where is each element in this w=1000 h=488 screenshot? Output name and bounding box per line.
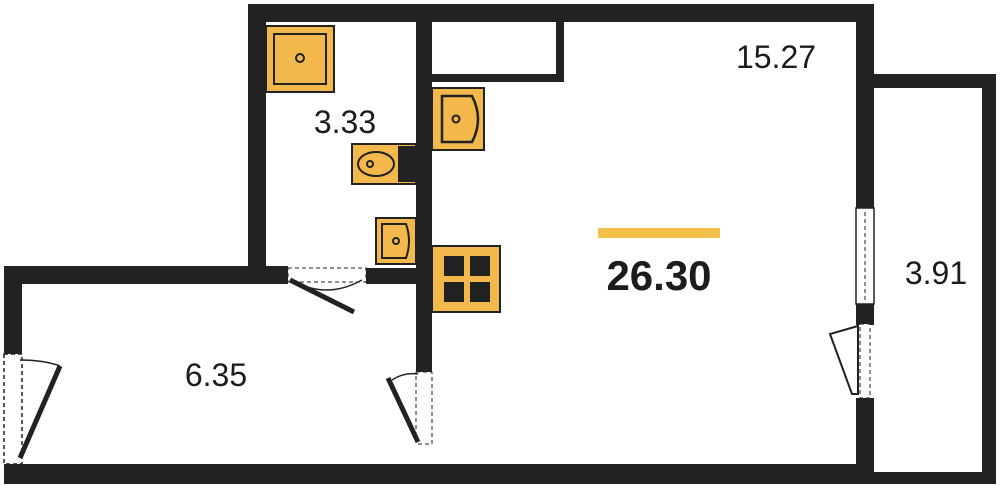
- kitchen-sink-icon: [431, 87, 485, 151]
- stove-icon: [431, 245, 501, 313]
- wall-balcony-bottom: [874, 472, 996, 484]
- wall-niche-right: [556, 4, 564, 82]
- door-bathroom: [287, 267, 367, 315]
- door-entrance: [3, 353, 63, 465]
- walls: [4, 4, 996, 484]
- wall-main-right-lower: [856, 398, 874, 484]
- room-area-hallway: 6.35: [185, 357, 247, 393]
- room-area-bathroom: 3.33: [314, 104, 376, 140]
- wall-partition-lower: [416, 266, 432, 372]
- wall-bathroom-left: [248, 4, 266, 284]
- window-main: [855, 207, 875, 305]
- wall-balcony-top: [874, 74, 996, 88]
- room-area-balcony: 3.91: [905, 255, 967, 291]
- wall-balcony-right: [982, 74, 996, 484]
- wall-bottom: [4, 464, 874, 484]
- wall-main-right-mid: [856, 304, 874, 324]
- wall-hallway-left-upper: [4, 266, 22, 354]
- toilet-icon: [351, 143, 417, 185]
- door-balcony: [828, 323, 874, 399]
- wall-hallway-top: [4, 266, 266, 284]
- sink-icon: [375, 217, 417, 265]
- wall-main-right-upper: [856, 4, 874, 208]
- room-area-main: 15.27: [736, 39, 816, 75]
- total-area: 26.30: [606, 252, 711, 299]
- door-main-room: [385, 371, 433, 445]
- wall-partition-upper: [416, 4, 432, 266]
- wall-niche-bottom: [432, 74, 564, 82]
- wall-bathroom-bottom-right: [366, 268, 432, 284]
- shower-tray-icon: [265, 25, 335, 93]
- total-accent-bar: [598, 228, 720, 238]
